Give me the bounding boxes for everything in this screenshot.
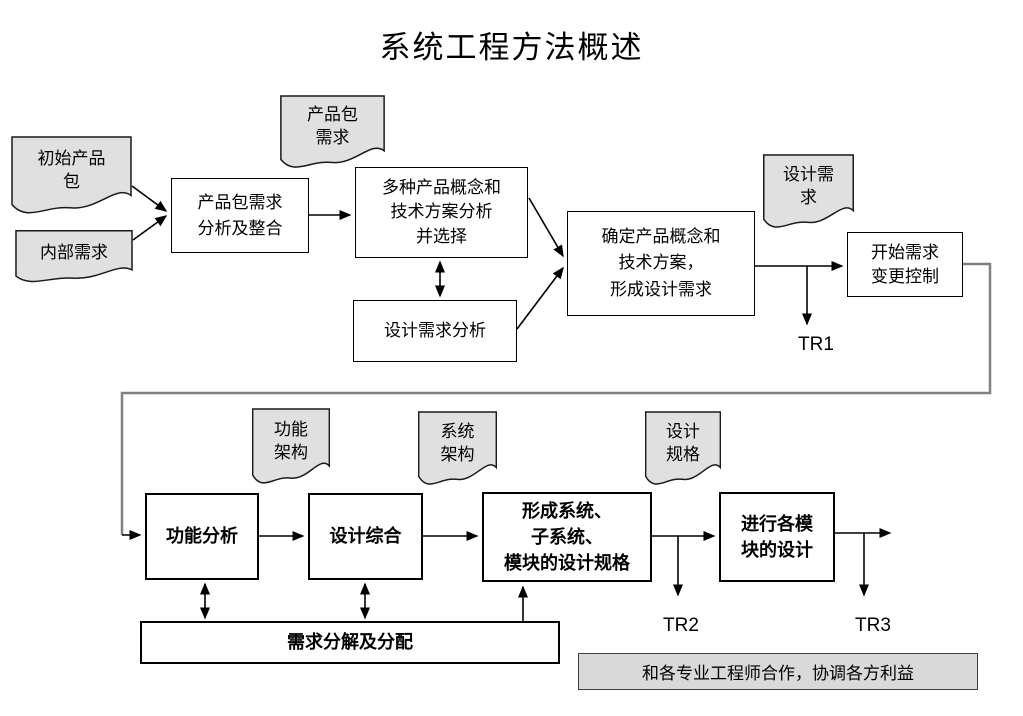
node-design-synthesis: 设计综合 (308, 493, 423, 580)
node-label: 多种产品概念和 技术方案分析 并选择 (382, 177, 501, 246)
node-multi-concept-analysis: 多种产品概念和 技术方案分析 并选择 (355, 167, 528, 258)
node-label: 开始需求 变更控制 (871, 242, 939, 286)
diagram-title: 系统工程方法概述 (379, 30, 644, 65)
node-label: 功能 架构 (274, 419, 308, 462)
document-shape (418, 411, 497, 489)
node-label: 确定产品概念和 技术方案， 形成设计需求 (601, 226, 721, 299)
document-shape (15, 230, 133, 285)
node-confirm-concept: 确定产品概念和 技术方案， 形成设计需求 (567, 211, 755, 316)
node-module-design: 进行各模 块的设计 (719, 492, 835, 582)
node-system-architecture: 系统 架构 (418, 411, 497, 489)
node-label: 设计 规格 (666, 421, 700, 464)
node-package-req-analysis: 产品包需求 分析及整合 (171, 178, 309, 253)
document-shape (645, 411, 721, 489)
node-label: 和各专业工程师合作，协调各方利益 (642, 664, 914, 683)
document-shape (280, 95, 385, 172)
milestone-tr3: TR3 (855, 615, 891, 636)
node-label: 形成系统、 子系统、 模块的设计规格 (504, 500, 630, 574)
node-label: 需求分解及分配 (287, 632, 413, 653)
node-functional-analysis: 功能分析 (145, 493, 259, 580)
node-label: 产品包 需求 (307, 105, 358, 147)
milestone-tr2: TR2 (663, 615, 699, 636)
node-product-package-req: 产品包 需求 (280, 95, 385, 172)
node-initial-product-package: 初始产品 包 (11, 136, 132, 218)
node-label: 设计综合 (329, 526, 402, 547)
node-label: 设计需 求 (783, 164, 834, 207)
node-design-spec: 设计 规格 (645, 411, 721, 489)
node-functional-architecture: 功能 架构 (252, 408, 330, 488)
node-form-design-specs: 形成系统、 子系统、 模块的设计规格 (482, 492, 652, 582)
node-label: 产品包需求 分析及整合 (197, 193, 283, 238)
node-internal-requirements: 内部需求 (15, 230, 133, 285)
arrow-initial-to-analysis (131, 185, 168, 212)
node-label: 内部需求 (40, 242, 108, 262)
node-collaboration-note: 和各专业工程师合作，协调各方利益 (578, 653, 978, 690)
node-design-req-analysis: 设计需求分析 (353, 300, 517, 362)
arrow-designreq-to-confirm (516, 266, 564, 330)
arrow-concepts-to-confirm (528, 197, 564, 258)
document-shape (763, 154, 854, 232)
node-design-requirements: 设计需 求 (763, 154, 854, 232)
node-label: 初始产品 包 (37, 148, 106, 191)
node-label: 设计需求分析 (384, 321, 486, 341)
node-label: 进行各模 块的设计 (741, 513, 813, 560)
node-label: 功能分析 (166, 526, 238, 547)
document-shape (252, 408, 330, 488)
node-req-decomposition: 需求分解及分配 (140, 621, 560, 664)
arrow-internal-to-analysis (132, 215, 168, 241)
node-label: 系统 架构 (440, 421, 475, 464)
document-shape (11, 136, 132, 218)
milestone-tr1: TR1 (798, 334, 834, 355)
node-start-change-control: 开始需求 变更控制 (847, 232, 963, 297)
